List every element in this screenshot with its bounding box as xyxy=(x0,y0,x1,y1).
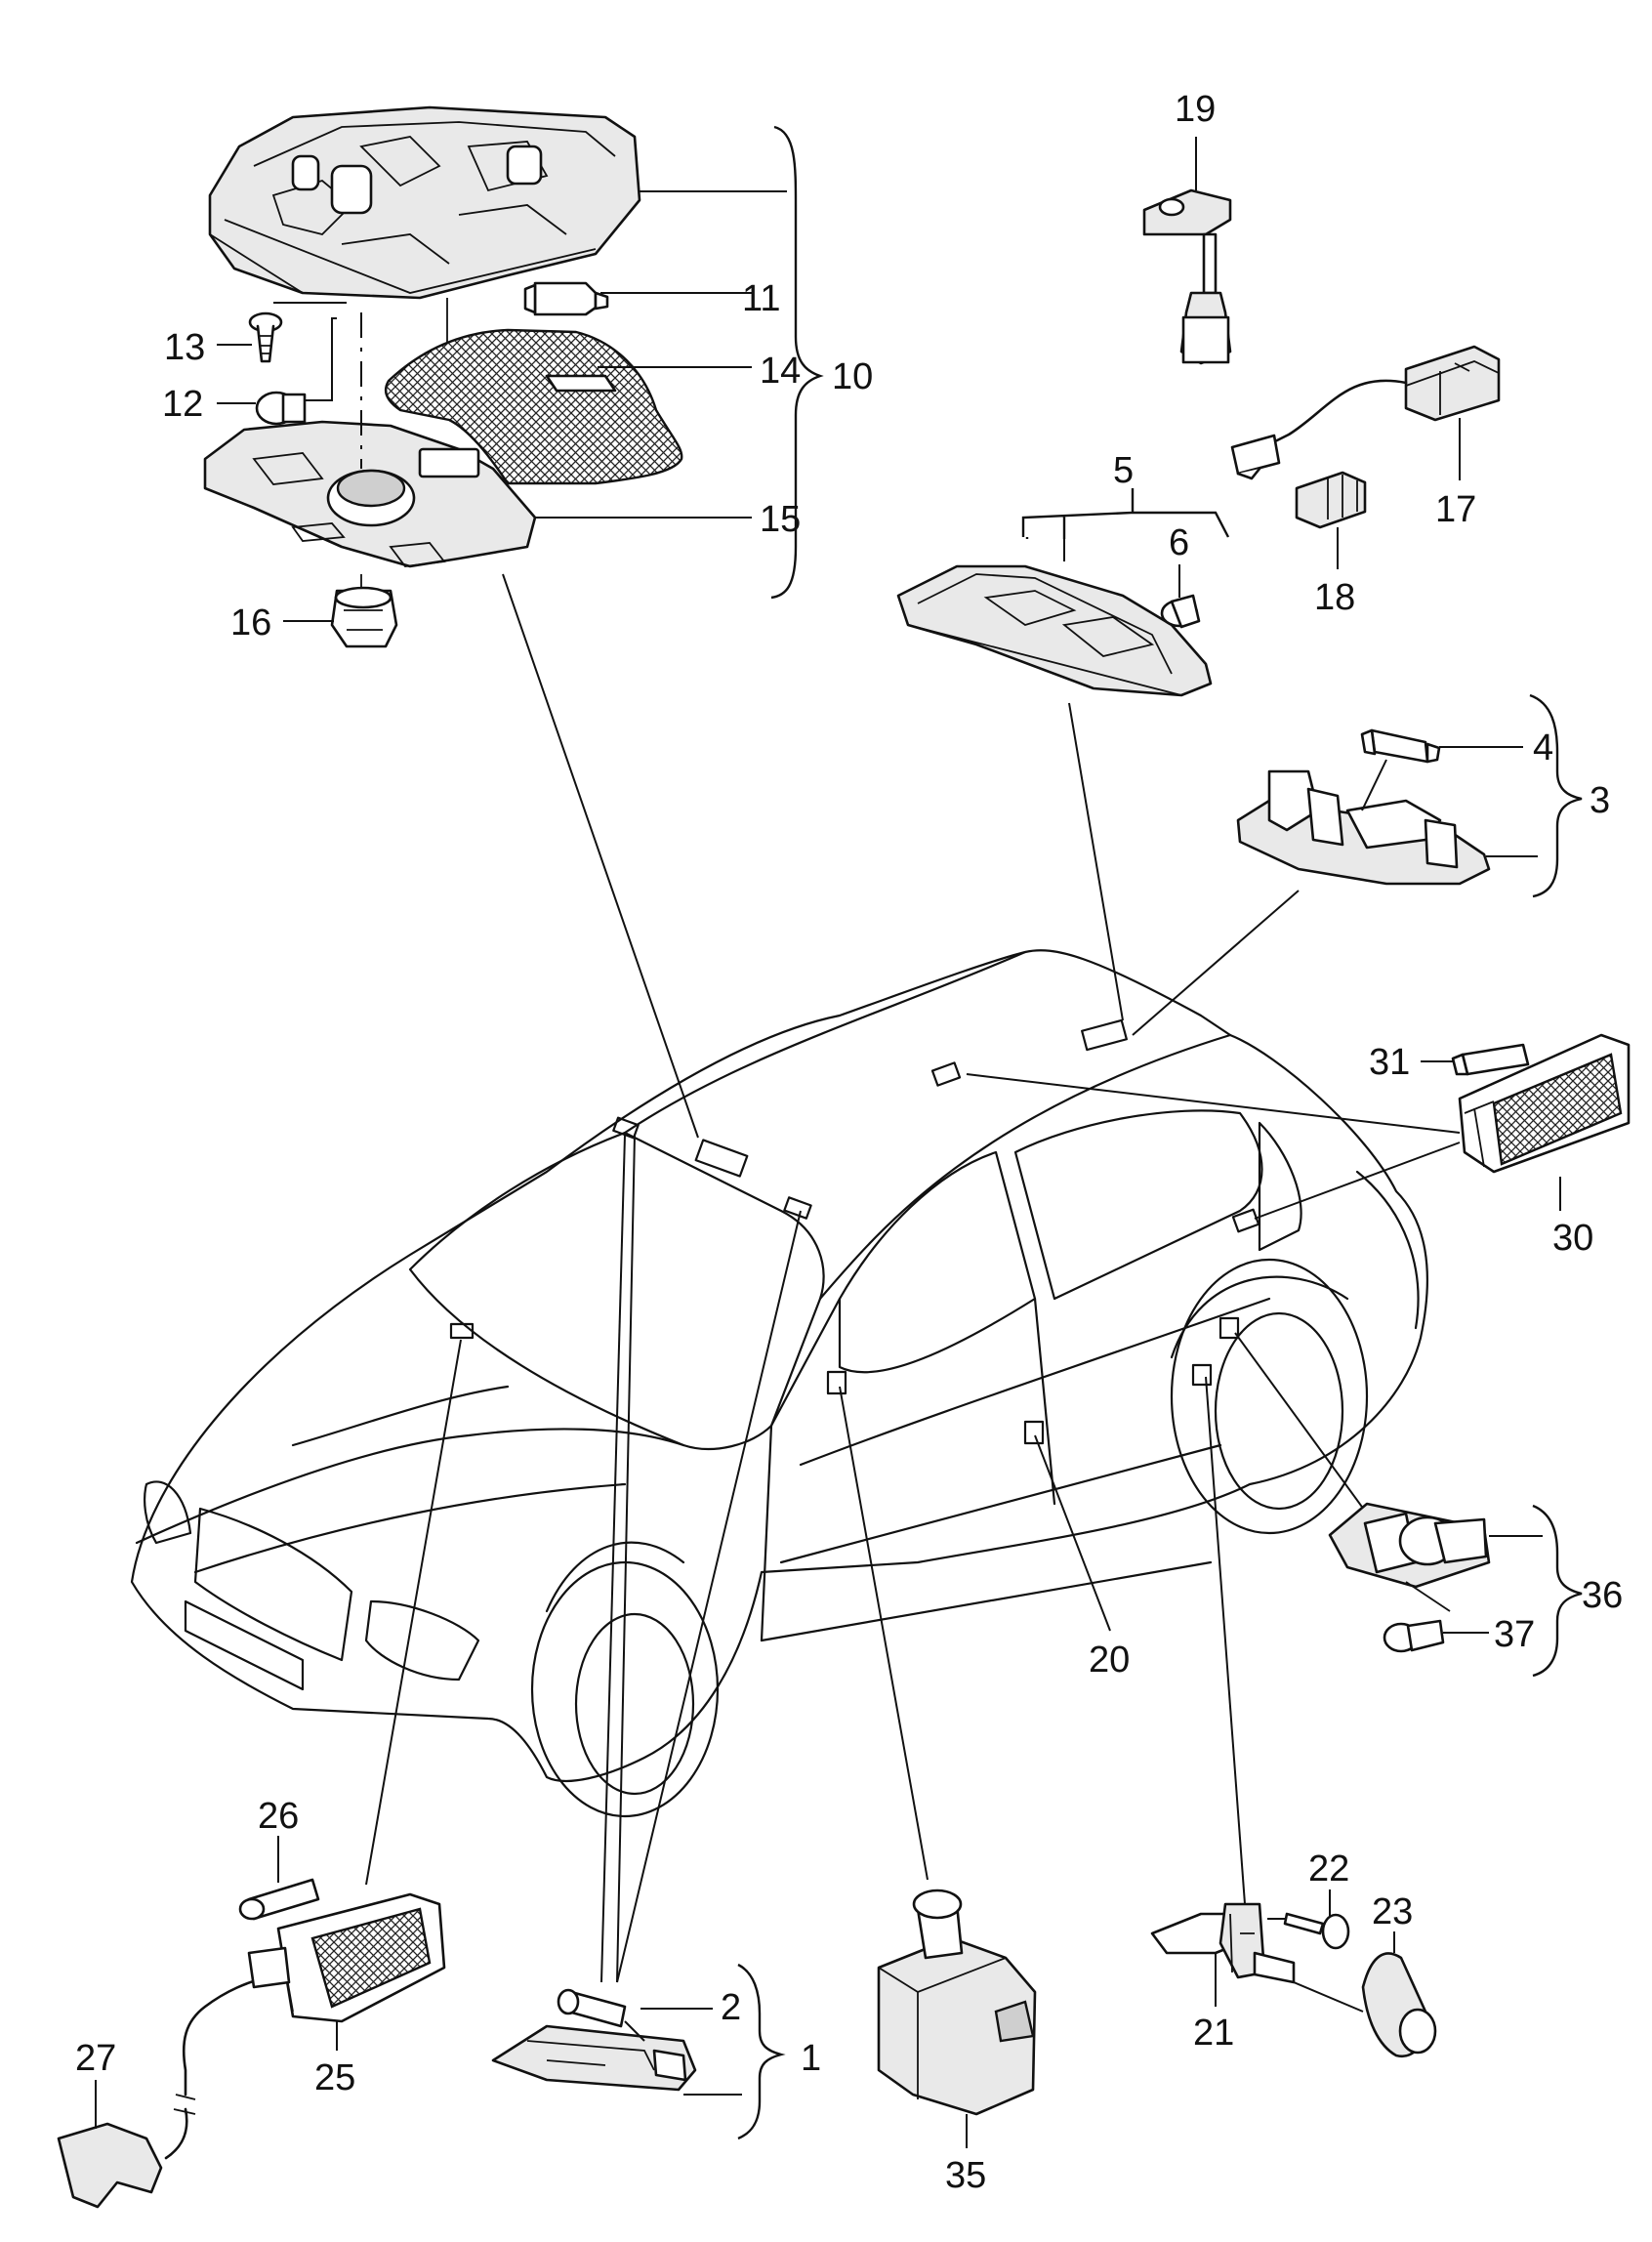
callout-15: 15 xyxy=(760,499,801,540)
interior-light-3 xyxy=(1236,769,1491,886)
callout-10: 10 xyxy=(832,356,873,397)
callout-35: 35 xyxy=(945,2155,986,2196)
bulb-37 xyxy=(1383,1619,1445,1653)
festoon-bulb-2 xyxy=(557,1988,627,2028)
leader-22 xyxy=(1267,1889,1331,1920)
vanity-light-1 xyxy=(491,2024,697,2092)
leader-4 xyxy=(1361,746,1523,811)
callout-25: 25 xyxy=(314,2057,355,2098)
brace-1 xyxy=(737,1963,786,2140)
callout-22: 22 xyxy=(1308,1848,1349,1889)
callout-31: 31 xyxy=(1369,1042,1410,1083)
callout-19: 19 xyxy=(1175,89,1216,130)
leader-23 xyxy=(1293,1931,1395,2013)
callout-6: 6 xyxy=(1169,522,1189,563)
callout-5: 5 xyxy=(1113,450,1134,491)
callout-3: 3 xyxy=(1590,780,1610,821)
cover-plate-15 xyxy=(203,420,537,568)
mesh-lens-14 xyxy=(385,328,683,485)
brace-5 xyxy=(1021,488,1230,539)
brace-3 xyxy=(1529,693,1583,898)
luggage-light-30 xyxy=(1458,1033,1631,1174)
bulb-6 xyxy=(1160,594,1201,629)
footwell-light-25 xyxy=(276,1892,446,2023)
car-outline xyxy=(130,949,1428,1818)
bulb-12 xyxy=(255,391,307,426)
callout-2: 2 xyxy=(721,1987,741,2028)
callout-20: 20 xyxy=(1089,1640,1130,1681)
callout-26: 26 xyxy=(258,1796,299,1837)
door-light-36 xyxy=(1328,1502,1491,1612)
callout-labels: 1 2 3 4 5 6 10 11 12 13 14 15 16 17 18 1… xyxy=(75,89,1623,2196)
festoon-bulb-4 xyxy=(1360,728,1441,764)
leader-lines xyxy=(365,573,1461,1983)
leader-1 xyxy=(624,2020,645,2042)
festoon-bulb-31 xyxy=(1451,1043,1530,1076)
callout-1: 1 xyxy=(801,2038,821,2079)
callout-21: 21 xyxy=(1193,2013,1234,2054)
callout-13: 13 xyxy=(164,327,205,368)
socket-16 xyxy=(330,586,398,648)
sensor-35 xyxy=(877,1889,1037,2116)
leader-12 xyxy=(217,317,337,404)
callout-14: 14 xyxy=(760,351,801,392)
cap-23 xyxy=(1361,1952,1437,2058)
leader-13 xyxy=(217,302,347,346)
callout-18: 18 xyxy=(1314,577,1355,618)
wiring-harness-27 xyxy=(57,1946,291,2209)
callout-11: 11 xyxy=(742,278,780,319)
festoon-bulb-11 xyxy=(523,281,609,316)
door-contact-21 xyxy=(1150,1902,1296,1984)
callout-23: 23 xyxy=(1372,1891,1413,1932)
switch-harness-17 xyxy=(1230,345,1501,480)
callout-12: 12 xyxy=(162,384,203,425)
callout-17: 17 xyxy=(1435,489,1476,530)
switch-19 xyxy=(1142,188,1232,365)
screw-13 xyxy=(248,311,283,363)
callout-4: 4 xyxy=(1533,727,1553,768)
connector-18 xyxy=(1295,471,1367,529)
callout-27: 27 xyxy=(75,2038,116,2079)
overhead-light-assembly xyxy=(208,105,641,300)
callout-37: 37 xyxy=(1494,1614,1535,1655)
festoon-bulb-26 xyxy=(238,1878,320,1921)
brace-36 xyxy=(1532,1504,1583,1678)
callout-30: 30 xyxy=(1552,1218,1593,1259)
callout-36: 36 xyxy=(1582,1575,1623,1616)
reading-light-5 xyxy=(896,564,1213,697)
screw-22 xyxy=(1283,1912,1350,1950)
callout-16: 16 xyxy=(230,602,271,644)
